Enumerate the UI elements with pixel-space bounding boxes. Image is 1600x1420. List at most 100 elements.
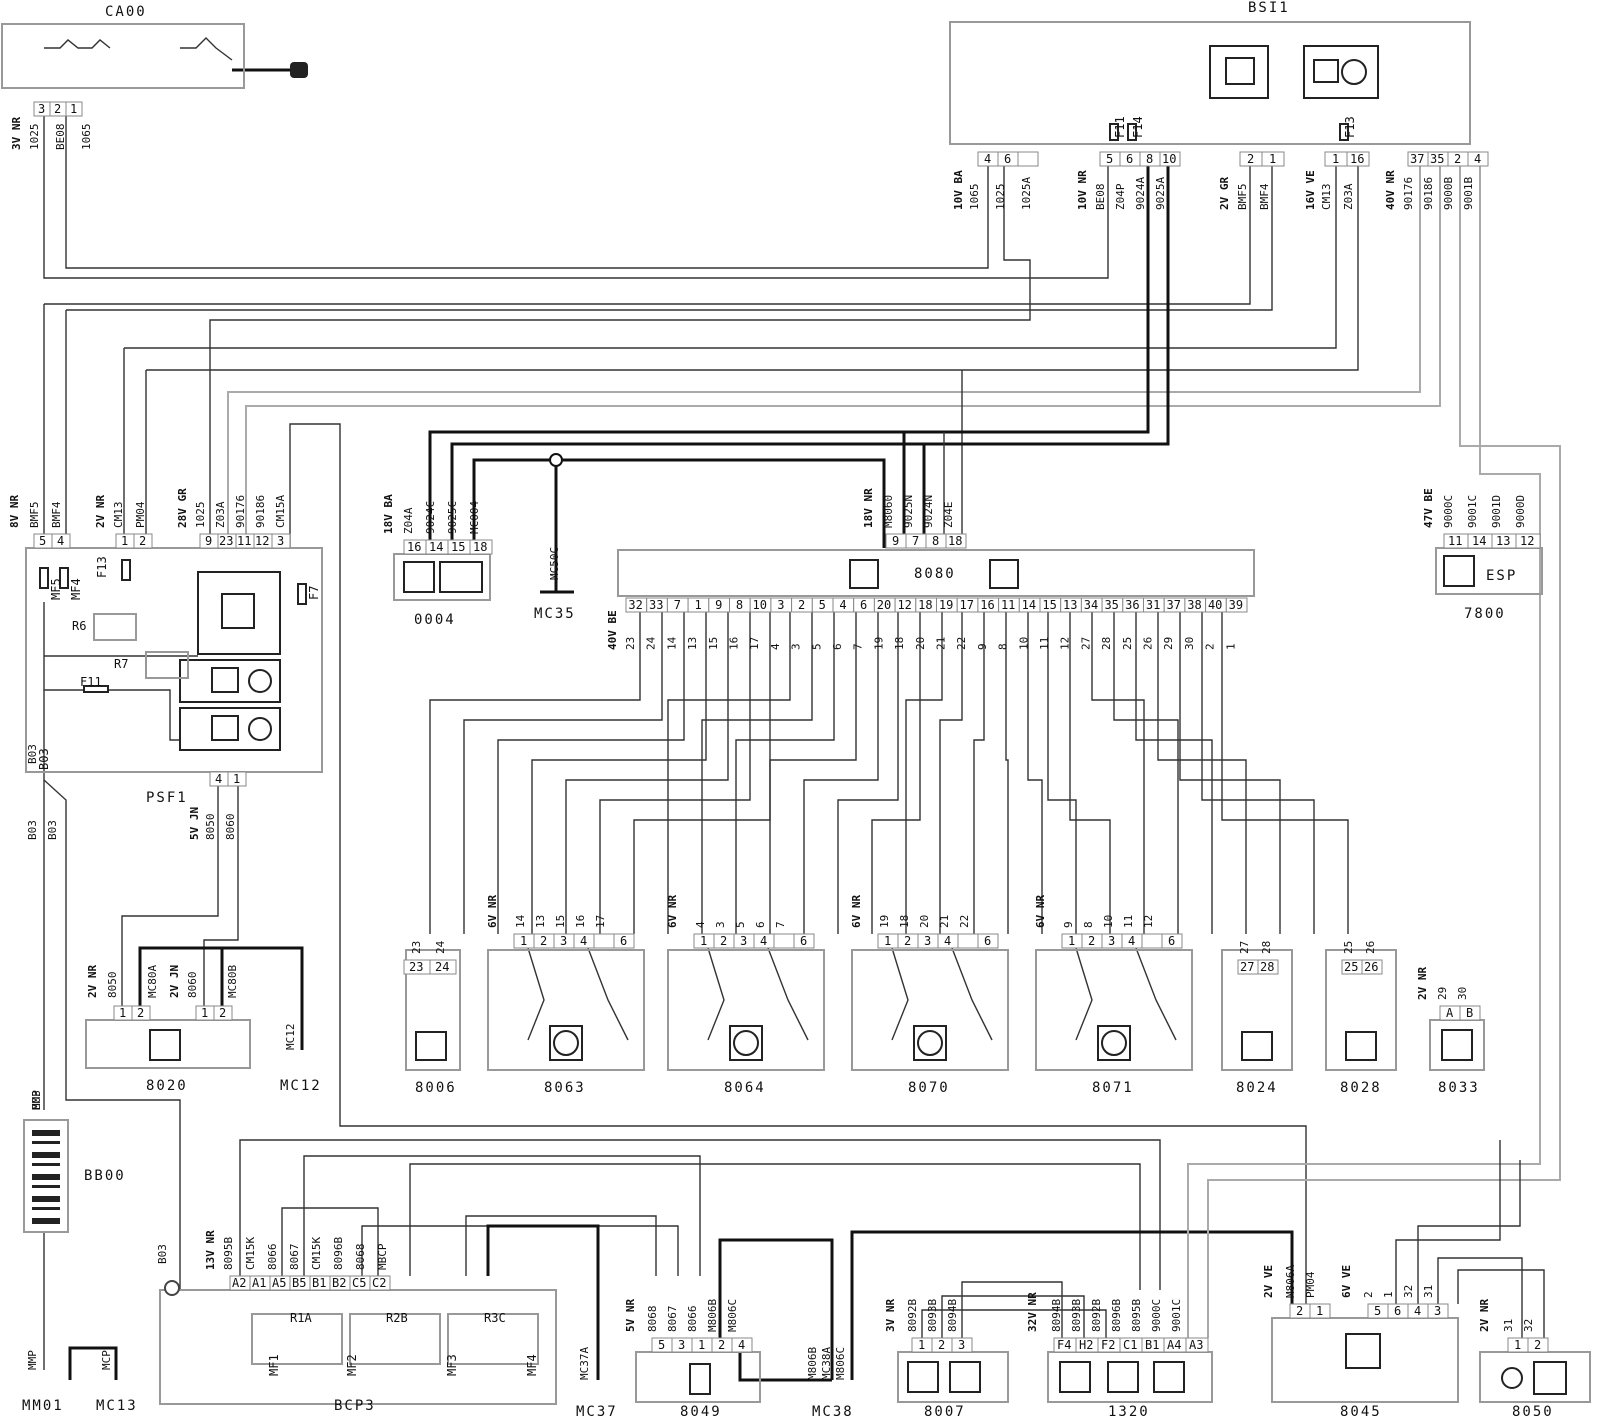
- c8045a-wire-code: M806A: [1284, 1265, 1297, 1298]
- harness-wire: [463, 612, 663, 934]
- c8020a-ident: 2V NR: [86, 965, 99, 998]
- potentiometer: [951, 947, 993, 1041]
- mc13-label: MC13: [96, 1398, 138, 1414]
- c8050-wire-code: 31: [1502, 1319, 1515, 1332]
- c8071-pin: 3: [1108, 934, 1115, 948]
- wire-9001b: [1479, 166, 1541, 1140]
- bsi_b-ident: 10V NR: [1076, 170, 1089, 210]
- ca00-pin: 2: [54, 102, 61, 116]
- ca00-pin: 1: [70, 102, 77, 116]
- c8033-wire-code: 30: [1456, 987, 1469, 1000]
- c8080b-wire-code: 12: [1059, 637, 1072, 650]
- psf_d-ident: 5V JN: [188, 807, 201, 840]
- c8045b-wire-code: 31: [1422, 1285, 1435, 1298]
- psf-c-pin: 11: [237, 534, 251, 548]
- psf1-component-label: F13: [95, 556, 109, 578]
- bsi-e-pin-cell: [1467, 151, 1489, 167]
- psf-d-pin: 1: [233, 772, 240, 786]
- c8049-ident: 5V NR: [624, 1299, 637, 1332]
- c8020a-pin-cell: [131, 1005, 151, 1021]
- c8080b-pin: 12: [897, 598, 911, 612]
- psf-c-pin: 23: [219, 534, 233, 548]
- bsi1-chip2-icon: [1313, 59, 1339, 83]
- c8070-wire-code: 18: [898, 915, 911, 928]
- mm01-wire-code: MMP: [26, 1350, 39, 1370]
- 8080-box: [617, 549, 1255, 597]
- c8080b-pin: 16: [980, 598, 994, 612]
- 1320-label: 1320: [1108, 1404, 1150, 1420]
- c8049-wire-code: 8066: [686, 1306, 699, 1333]
- c8063-ident: 6V NR: [486, 895, 499, 928]
- c8007-wire-code: 8093B: [926, 1299, 939, 1332]
- psf-c-wire-code: 90186: [254, 495, 267, 528]
- coil-icon: [1107, 1361, 1139, 1393]
- wire-cm15a: [289, 423, 341, 1100]
- wire-cm13: [124, 166, 1337, 349]
- psf1-component-label: MF4: [69, 578, 83, 600]
- psf-c-wire-code: 1025: [194, 502, 207, 529]
- battery-cell: [32, 1196, 60, 1202]
- bsi-b-pin-cell: [1159, 151, 1181, 167]
- potentiometer: [527, 947, 545, 1041]
- c8006-wire-code: 23: [410, 941, 423, 954]
- bsi_a-ident: 10V BA: [952, 170, 965, 210]
- c8080b-pin: 33: [649, 598, 663, 612]
- psf_a-ident: 8V NR: [8, 495, 21, 528]
- c1320-pin: F4: [1057, 1338, 1071, 1352]
- harness-wire: [1047, 612, 1077, 934]
- c7800-wire-code: 9000C: [1442, 495, 1455, 528]
- bsi-c-pin: 2: [1247, 152, 1254, 166]
- 8006-box: [405, 949, 461, 1071]
- 1320-chip-icon: [1059, 1361, 1091, 1393]
- bsi1-fuse: [1339, 123, 1349, 141]
- psf-b-wire-code: PM04: [134, 501, 147, 528]
- wire-8068: [465, 1215, 657, 1276]
- bb00-wire-code: MMP: [30, 1090, 43, 1110]
- 8007-chip-icon: [907, 1361, 939, 1393]
- c8080b-pin: 31: [1146, 598, 1160, 612]
- potentiometer: [1075, 947, 1093, 1041]
- b03-wire-code: B03: [26, 820, 39, 840]
- c7800-pin: 11: [1448, 534, 1462, 548]
- harness-wire: [871, 612, 921, 934]
- c8080b-wire-code: 16: [728, 637, 741, 650]
- motor-icon: [1501, 1367, 1523, 1389]
- harness-wire: [565, 612, 729, 934]
- c8080b-wire-code: 29: [1162, 637, 1175, 650]
- motor-icon: [553, 1030, 579, 1056]
- cbcp3-ident: 13V NR: [204, 1230, 217, 1270]
- c7800-pin-cell: [1515, 533, 1541, 549]
- bb00-wire-code: B03: [30, 1090, 43, 1110]
- wire-8050: [121, 786, 219, 1006]
- gauge-icon: [439, 561, 483, 593]
- c8050-pin: 2: [1534, 1338, 1541, 1352]
- c8064-pin-cell: [773, 933, 795, 949]
- c7800-wire-code: 9001C: [1466, 495, 1479, 528]
- c8071-wire-code: 8: [1082, 921, 1095, 928]
- c8006-pin: 23: [409, 960, 423, 974]
- mc35-label: MC35: [534, 606, 576, 622]
- c8045b-pin: 6: [1394, 1304, 1401, 1318]
- wire-8095b: [239, 1139, 1161, 1290]
- wire-m806b: [718, 1238, 834, 1380]
- c8024-pin: 28: [1260, 960, 1274, 974]
- c1320-pin: A3: [1189, 1338, 1203, 1352]
- psf-c-wire-code: CM15A: [274, 495, 287, 528]
- c8063-pin-cell: [593, 933, 615, 949]
- c8080b-pin: 10: [753, 598, 767, 612]
- psf-c-wire-code: Z03A: [214, 501, 227, 528]
- mc13-wire-code: MCP: [100, 1350, 113, 1370]
- 8028-label: 8028: [1340, 1080, 1382, 1096]
- psf1-box: [25, 547, 323, 773]
- bsi-d-wire-code: CM13: [1320, 184, 1333, 211]
- splice-node: [164, 1280, 180, 1296]
- c8080b-wire-code: 2: [1204, 643, 1217, 650]
- c8070-wire-code: 22: [958, 915, 971, 928]
- bsi-e-pin: 2: [1454, 152, 1461, 166]
- c8033-pin: B: [1466, 1006, 1473, 1020]
- c8070-ident: 6V NR: [850, 895, 863, 928]
- harness-wire: [701, 612, 813, 934]
- c8024-pin-cell: [1257, 959, 1279, 975]
- c7800-pin: 14: [1472, 534, 1486, 548]
